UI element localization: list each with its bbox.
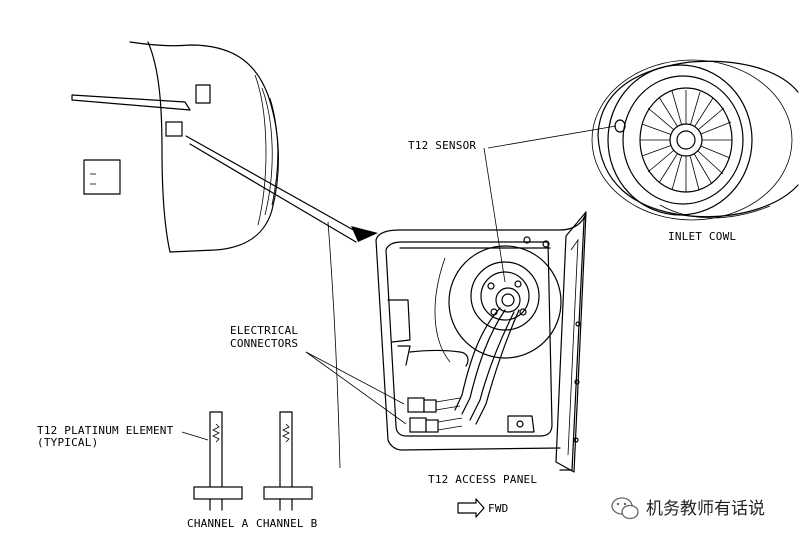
label-t12-sensor: T12 SENSOR — [408, 139, 476, 152]
channel-a-element — [193, 411, 243, 511]
leader-lines — [181, 125, 617, 441]
watermark-text: 机务教师有话说 — [646, 499, 765, 519]
label-channel-b: CHANNEL B — [256, 517, 318, 530]
label-fwd: FWD — [488, 502, 508, 515]
t12-access-panel — [375, 211, 587, 473]
inlet-cowl — [591, 59, 799, 221]
label-t12-access-panel: T12 ACCESS PANEL — [428, 473, 537, 486]
t12-sensor-port — [614, 119, 626, 133]
label-electrical-connectors-line2: CONNECTORS — [230, 337, 298, 350]
electrical-connector-lower — [409, 417, 463, 433]
label-inlet-cowl: INLET COWL — [668, 230, 736, 243]
electrical-connector-upper — [407, 397, 461, 413]
channel-b-element — [263, 411, 313, 511]
label-channel-a: CHANNEL A — [187, 517, 249, 530]
callout-arrow — [185, 135, 378, 243]
label-electrical-connectors-line1: ELECTRICAL — [230, 324, 298, 337]
label-platinum-element-line2: (TYPICAL) — [37, 436, 98, 449]
watermark: 机务教师有话说 — [611, 497, 765, 520]
platinum-element-detail — [193, 411, 313, 511]
label-platinum-element-line1: T12 PLATINUM ELEMENT — [37, 424, 174, 437]
t12-sensor-body — [495, 287, 521, 313]
t12-access-door-small — [165, 121, 183, 137]
fwd-arrow-icon — [457, 498, 485, 518]
engine-nacelle — [71, 41, 341, 469]
wechat-icon — [611, 497, 639, 520]
